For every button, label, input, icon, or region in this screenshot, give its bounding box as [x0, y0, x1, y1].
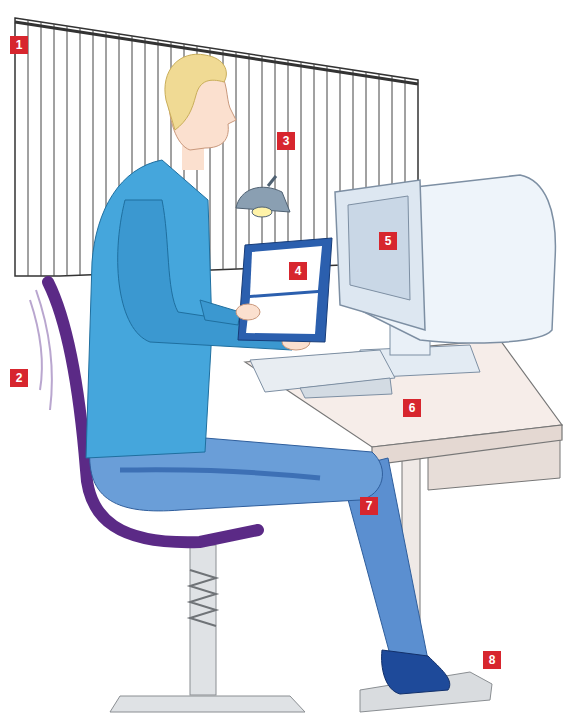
window-blinds [15, 0, 418, 300]
callout-number: 8 [483, 651, 501, 669]
monitor [335, 175, 555, 378]
document-holder [236, 238, 332, 342]
callout-number: 3 [277, 132, 295, 150]
callout-number: 6 [403, 399, 421, 417]
desk-lamp [236, 176, 290, 217]
callout-number: 5 [379, 232, 397, 250]
callout-number: 4 [289, 262, 307, 280]
callout-number: 1 [10, 36, 28, 54]
person-legs [90, 438, 450, 694]
callout-number: 7 [360, 497, 378, 515]
callout-number: 2 [10, 369, 28, 387]
